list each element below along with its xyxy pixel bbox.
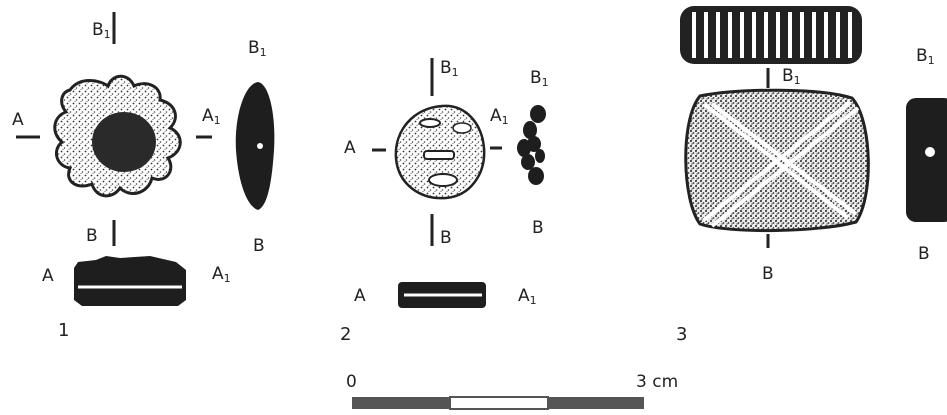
object-2	[372, 58, 546, 308]
side-profile-2	[517, 105, 546, 185]
side-profile-1	[235, 82, 275, 210]
label-a-1-section: A	[42, 266, 54, 286]
label-b1-2: B1	[440, 58, 459, 79]
scale-end-label: 3 cm	[636, 372, 679, 392]
scale-segment-1	[352, 397, 450, 409]
label-b1-1-side: B1	[248, 38, 267, 59]
disc-slot-top	[419, 118, 441, 128]
label-a1-2: A1	[490, 106, 509, 127]
disc-slot-middle	[423, 150, 455, 160]
perforation-hole-3	[925, 147, 935, 157]
label-a1-1: A1	[202, 106, 221, 127]
label-a1-1-section: A1	[212, 264, 231, 285]
disc-slot-bottom	[428, 173, 458, 187]
ribbed-edge-view	[680, 6, 862, 64]
scale-segment-3	[548, 397, 644, 409]
label-b-1: B	[86, 226, 98, 246]
object-number-3: 3	[676, 324, 688, 345]
label-b-3-side: B	[918, 244, 930, 264]
object-1	[16, 12, 275, 306]
label-b1-2-side: B1	[530, 68, 549, 89]
rosette-center-boss	[92, 112, 156, 172]
object-number-2: 2	[340, 324, 352, 345]
label-b-2-side: B	[532, 218, 544, 238]
label-b1-1: B1	[92, 20, 111, 41]
scale-segment-2	[449, 396, 549, 410]
scale-bar	[352, 396, 644, 410]
label-b-2: B	[440, 228, 452, 248]
label-b1-3: B1	[782, 66, 801, 87]
label-b-1-side: B	[253, 236, 265, 256]
label-b-3: B	[762, 264, 774, 284]
section-view-1	[74, 256, 186, 306]
scale-start-label: 0	[346, 372, 357, 392]
object-3	[680, 6, 947, 248]
crossed-grooves	[702, 100, 860, 228]
label-a1-2-section: A1	[518, 286, 537, 307]
label-a-2-section: A	[354, 286, 366, 306]
disc-slot-right	[452, 122, 472, 134]
label-b1-3-side: B1	[916, 46, 935, 67]
perforation-hole	[257, 143, 263, 149]
side-profile-3	[906, 98, 947, 222]
label-a-1: A	[12, 110, 24, 130]
label-a-2: A	[344, 138, 356, 158]
object-number-1: 1	[58, 320, 70, 341]
